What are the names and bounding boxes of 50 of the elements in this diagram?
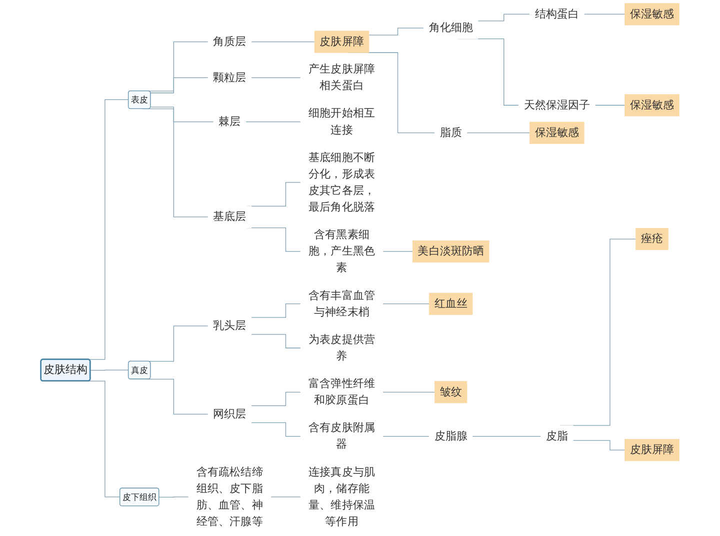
node-text: 含有丰富血管与神经末梢 xyxy=(308,289,375,318)
node-text: 颗粒层 xyxy=(213,71,246,84)
node-text: 角质层 xyxy=(213,35,246,48)
node-text: 棘层 xyxy=(218,115,241,128)
node-box: 保湿敏感 xyxy=(624,3,680,26)
connector xyxy=(368,28,424,36)
node-text: 天然保湿因子 xyxy=(524,98,590,112)
connector xyxy=(150,77,208,94)
node-text: 连接真皮与肌肉，储存能量、维持保温等作用 xyxy=(308,466,375,528)
connector xyxy=(251,334,301,348)
node-box: 皮肤屏障 xyxy=(624,439,680,462)
connector xyxy=(158,496,189,498)
connector xyxy=(251,304,301,318)
node-text: 皮脂腺 xyxy=(434,430,468,442)
connector xyxy=(594,104,626,106)
connector xyxy=(251,41,315,42)
node-text: 富含弹性纤维和胶原蛋白 xyxy=(308,377,375,407)
node-text: 含有疏松结缔组织、皮下脂肪、血管、神经管、汗腺等 xyxy=(196,466,263,528)
connector xyxy=(472,436,542,437)
connector xyxy=(382,251,413,252)
connector xyxy=(478,14,530,22)
node-text: 基底细胞不断分化，形成表皮其它各层，最后角化脱落 xyxy=(308,151,375,214)
connector xyxy=(572,440,626,450)
connector xyxy=(270,496,301,498)
node-text: 产生皮肤屏障相关蛋白 xyxy=(308,62,375,92)
node-text: 细胞开始相互连接 xyxy=(308,106,375,136)
node-text: 基底层 xyxy=(213,210,246,224)
node-text: 网织层 xyxy=(213,408,246,420)
node-text: 结构蛋白 xyxy=(534,8,579,20)
node-text: 脂质 xyxy=(440,126,462,139)
node-box: 保湿敏感 xyxy=(624,94,680,116)
node-box: 红血丝 xyxy=(428,292,473,315)
connector xyxy=(466,132,530,134)
connector xyxy=(251,422,301,437)
connector xyxy=(90,370,129,371)
node-box: 皱纹 xyxy=(434,381,468,404)
node-box: 痤疮 xyxy=(636,228,668,250)
node-box: 皮肤屏障 xyxy=(314,30,370,53)
node-text: 含有皮肤附属器 xyxy=(308,421,375,451)
node-text: 含有黑素细胞，产生黑色素 xyxy=(308,228,375,274)
connector xyxy=(150,106,214,122)
connector xyxy=(382,436,430,437)
connector xyxy=(251,392,301,406)
connector xyxy=(246,121,301,122)
node-text: 为表皮提供营养 xyxy=(308,333,375,362)
node-box: 保湿敏感 xyxy=(530,122,584,144)
connector xyxy=(584,14,626,15)
node-text: 乳头层 xyxy=(213,319,246,332)
connector xyxy=(251,77,301,78)
node-box: 美白淡斑防晒 xyxy=(412,240,490,262)
